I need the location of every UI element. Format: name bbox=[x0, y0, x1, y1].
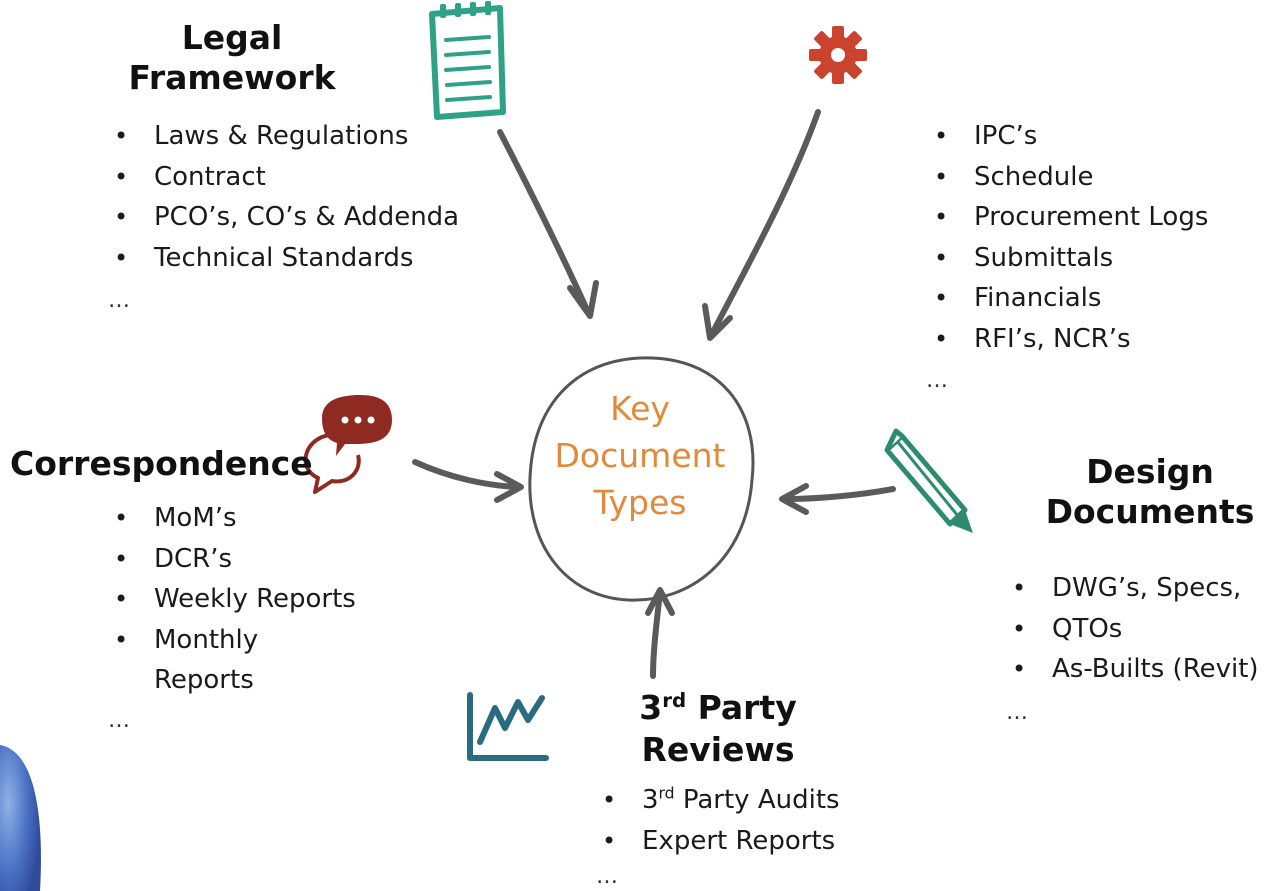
list-item: Technical Standards bbox=[108, 238, 459, 279]
arrow-legal bbox=[497, 129, 591, 315]
third-party-heading: 3rd Party Reviews bbox=[608, 688, 828, 770]
list-item: QTOs bbox=[1006, 609, 1259, 650]
arrow-third-party bbox=[650, 589, 663, 679]
list-item: Monthly bbox=[108, 620, 356, 661]
project-list: IPC’s Schedule Procurement Logs Submitta… bbox=[928, 116, 1208, 359]
design-heading-line-1: Design bbox=[1086, 452, 1214, 491]
center-label: Key Document Types bbox=[540, 385, 740, 526]
list-item: DCR’s bbox=[108, 539, 356, 580]
arrow-design bbox=[782, 486, 896, 502]
list-item: IPC’s bbox=[928, 116, 1208, 157]
list-item: Financials bbox=[928, 278, 1208, 319]
list-item: Schedule bbox=[928, 157, 1208, 198]
center-line-1: Key bbox=[610, 389, 670, 428]
arrow-third-party-head bbox=[645, 587, 675, 616]
third-party-list: 3rd Party Audits Expert Reports bbox=[596, 780, 840, 861]
line-chart-icon bbox=[467, 692, 549, 761]
notepad-icon bbox=[429, 1, 506, 120]
design-more: … bbox=[1006, 700, 1028, 725]
arrow-project-head bbox=[702, 303, 733, 341]
center-line-2: Document bbox=[554, 436, 726, 475]
list-item: DWG’s, Specs, bbox=[1006, 568, 1259, 609]
list-item: Expert Reports bbox=[596, 821, 840, 862]
third-party-heading-line-2: Reviews bbox=[641, 730, 795, 769]
third-party-heading-line-1: 3rd Party bbox=[639, 688, 797, 727]
list-item: Contract bbox=[108, 157, 459, 198]
chat-bubbles-icon bbox=[303, 395, 392, 494]
list-item: Submittals bbox=[928, 238, 1208, 279]
correspondence-list: MoM’s DCR’s Weekly Reports Monthly Repor… bbox=[108, 498, 356, 701]
correspondence-heading: Correspondence bbox=[10, 444, 313, 483]
project-more: … bbox=[926, 368, 948, 393]
center-circle bbox=[528, 356, 755, 602]
gear-icon bbox=[809, 26, 867, 84]
center-line-3: Types bbox=[593, 483, 687, 522]
arrow-correspondence-head bbox=[494, 471, 524, 503]
list-item: Reports bbox=[154, 665, 254, 695]
list-item: Procurement Logs bbox=[928, 197, 1208, 238]
corner-orb bbox=[0, 745, 41, 891]
arrow-project bbox=[709, 109, 821, 337]
design-list: DWG’s, Specs, QTOs As-Builts (Revit) bbox=[1006, 568, 1259, 690]
list-item: As-Builts (Revit) bbox=[1006, 649, 1259, 690]
list-item: 3rd Party Audits bbox=[596, 780, 840, 821]
design-heading: Design Documents bbox=[1040, 452, 1260, 532]
list-item: RFI’s, NCR’s bbox=[928, 319, 1208, 360]
arrow-correspondence bbox=[412, 459, 522, 490]
correspondence-more: … bbox=[108, 708, 130, 733]
list-item: PCO’s, CO’s & Addenda bbox=[108, 197, 459, 238]
list-item: MoM’s bbox=[108, 498, 356, 539]
third-party-more: … bbox=[596, 864, 618, 889]
arrow-legal-head bbox=[567, 280, 599, 319]
legal-heading-line-1: Legal bbox=[181, 18, 283, 57]
list-item: Laws & Regulations bbox=[108, 116, 459, 157]
arrow-design-head bbox=[779, 483, 809, 515]
legal-heading-line-2: Framework bbox=[128, 58, 336, 97]
legal-list: Laws & Regulations Contract PCO’s, CO’s … bbox=[108, 116, 459, 278]
pencil-icon bbox=[884, 428, 973, 533]
legal-more: … bbox=[108, 288, 130, 313]
legal-heading: Legal Framework bbox=[112, 18, 352, 98]
design-heading-line-2: Documents bbox=[1045, 492, 1255, 531]
list-item: Weekly Reports bbox=[108, 579, 356, 620]
